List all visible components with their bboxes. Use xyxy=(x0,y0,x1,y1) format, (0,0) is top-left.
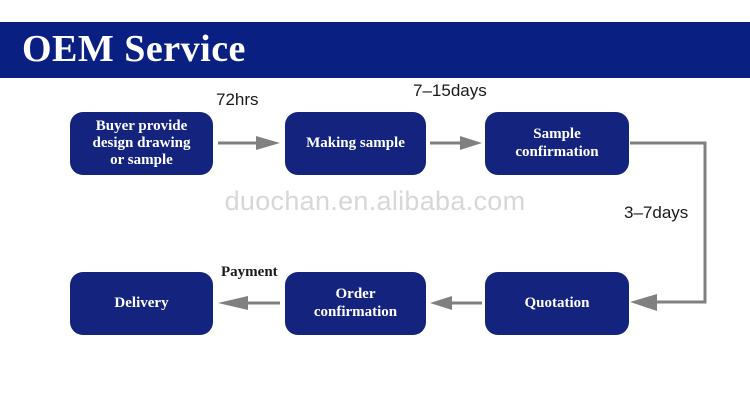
arrow-quotation-to-order-confirmation xyxy=(430,296,482,310)
edge-label-payment: Payment xyxy=(221,264,278,280)
header-banner: OEM Service xyxy=(0,22,750,78)
flow-node-label: Making sample xyxy=(306,134,405,151)
flow-node-quotation[interactable]: Quotation xyxy=(485,272,629,335)
flow-node-label: Sample confirmation xyxy=(515,126,599,160)
flow-node-sample-confirmation[interactable]: Sample confirmation xyxy=(485,112,629,175)
arrow-making-to-sample-confirmation xyxy=(430,136,482,150)
page-title: OEM Service xyxy=(22,28,246,71)
oem-service-flowchart: duochan.en.alibaba.com 72hrs 7–15days 3–… xyxy=(0,78,750,402)
flow-node-label: Buyer provide design drawing or sample xyxy=(92,117,191,169)
flow-node-making-sample[interactable]: Making sample xyxy=(285,112,426,175)
flow-node-label: Delivery xyxy=(114,294,169,311)
flow-node-label: Quotation xyxy=(524,294,590,311)
arrow-order-confirmation-to-delivery xyxy=(218,296,280,310)
edge-label-3-7days: 3–7days xyxy=(624,203,689,222)
edge-label-7-15days: 7–15days xyxy=(413,81,487,100)
arrow-sample-confirmation-to-quotation xyxy=(630,141,707,311)
flow-node-label: Order confirmation xyxy=(313,286,398,320)
arrow-buyer-to-making xyxy=(218,136,280,150)
watermark: duochan.en.alibaba.com xyxy=(224,186,526,216)
flow-node-delivery[interactable]: Delivery xyxy=(70,272,213,335)
edge-label-72hrs: 72hrs xyxy=(216,90,259,109)
flow-node-buyer-provide-design-drawing-or-sample[interactable]: Buyer provide design drawing or sample xyxy=(70,112,213,175)
flow-node-order-confirmation[interactable]: Order confirmation xyxy=(285,272,426,335)
